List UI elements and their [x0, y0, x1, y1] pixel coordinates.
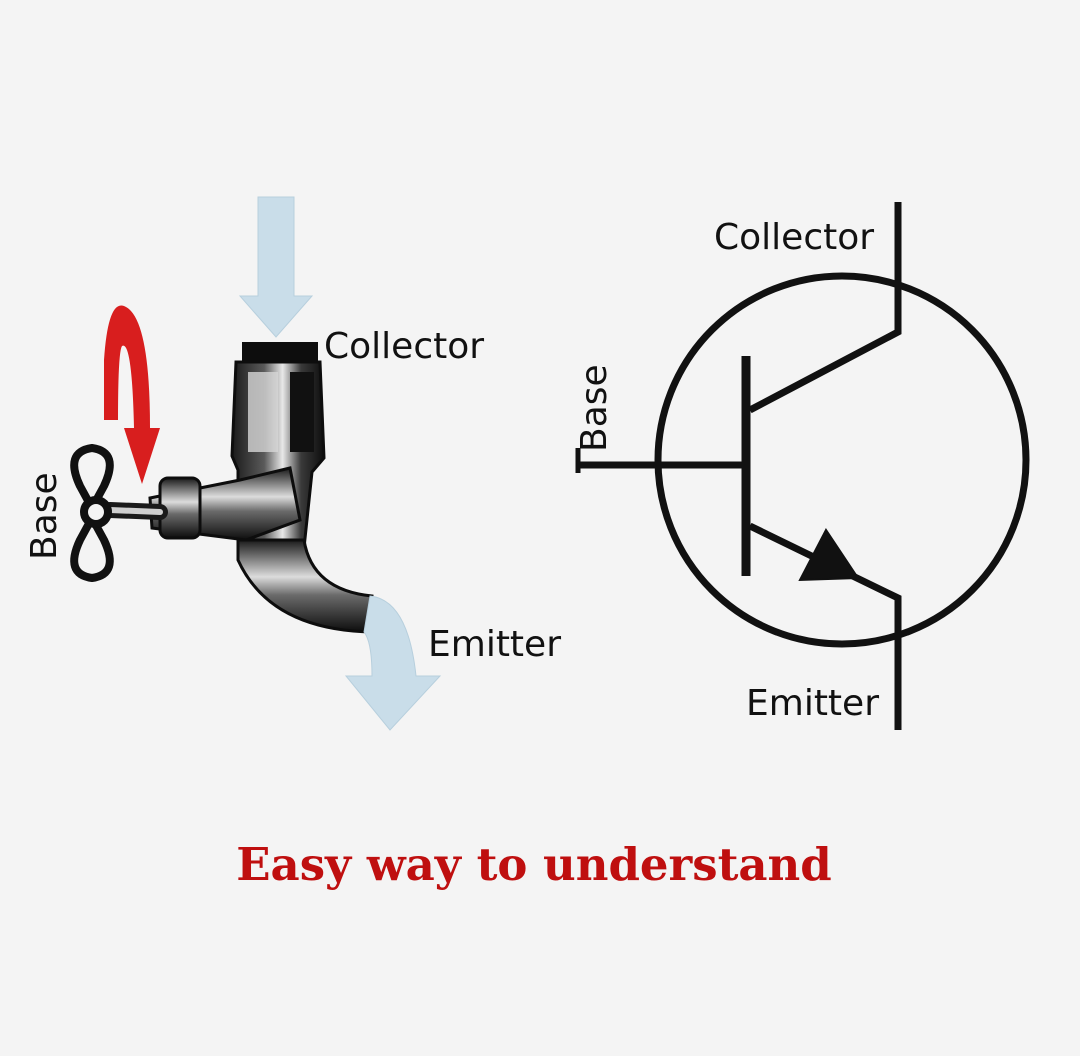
tap-handle	[70, 443, 168, 583]
tap-base-label: Base	[24, 472, 65, 560]
emitter-arrow-icon	[798, 528, 860, 582]
tap-collector-label: Collector	[324, 326, 484, 367]
transistor-symbol	[575, 202, 1030, 730]
turn-arrow-icon	[104, 305, 160, 484]
water-in-arrow-icon	[238, 196, 314, 338]
caption-title: Easy way to understand	[236, 838, 832, 891]
tap-illustration: Collector Emitter Base	[24, 196, 561, 731]
emitter-lead	[748, 522, 902, 730]
symbol-base-label: Base	[574, 364, 615, 452]
symbol-collector-label: Collector	[714, 217, 874, 258]
water-out-arrow-icon	[344, 595, 442, 731]
tap-top-cap	[242, 342, 318, 364]
transistor-envelope	[654, 272, 1030, 648]
tap-emitter-label: Emitter	[428, 624, 561, 665]
collector-lead	[748, 202, 902, 414]
tap-spout	[236, 538, 374, 634]
symbol-emitter-label: Emitter	[746, 683, 879, 724]
